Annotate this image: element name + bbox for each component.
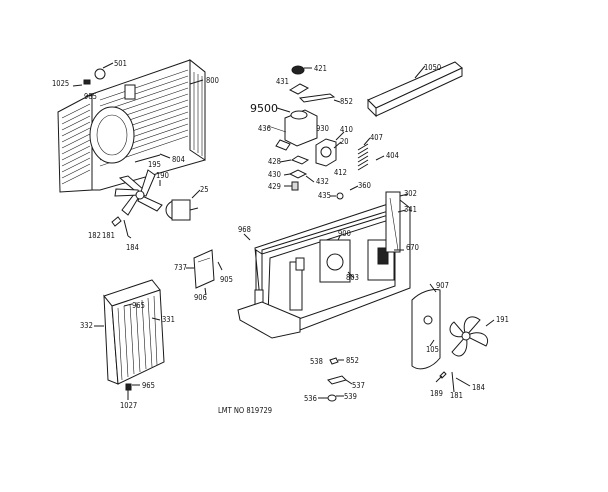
label-905: 905	[220, 275, 233, 284]
label-968: 968	[238, 225, 251, 234]
label-421: 421	[314, 64, 327, 73]
label-429: 429	[268, 182, 281, 191]
label-191: 191	[496, 315, 509, 324]
label-181: 181	[102, 231, 115, 240]
label-9500: 9500	[250, 102, 278, 115]
label-331: 331	[162, 315, 175, 324]
label-1050: 1050	[424, 63, 441, 72]
cabinet-partition-assembly	[237, 191, 411, 339]
label-852: 852	[340, 97, 353, 106]
label-436: 436	[258, 124, 271, 133]
label-900: 900	[338, 229, 351, 238]
label-800: 800	[206, 76, 219, 85]
evaporator-coil	[94, 279, 165, 400]
label-428: 428	[268, 157, 281, 166]
label-25: 25	[200, 185, 209, 194]
label-181b: 181	[450, 391, 463, 400]
label-412: 412	[334, 168, 347, 177]
label-431: 431	[276, 77, 289, 86]
label-189: 189	[430, 389, 443, 398]
label-539: 539	[344, 392, 357, 401]
label-184: 184	[126, 243, 139, 252]
label-182: 182	[88, 231, 101, 240]
label-432: 432	[316, 177, 329, 186]
label-430: 430	[268, 170, 281, 179]
label-105: 105	[426, 345, 439, 354]
label-1025: 1025	[52, 79, 69, 88]
label-852b: 852	[346, 356, 359, 365]
label-404: 404	[386, 151, 399, 160]
label-670: 670	[406, 243, 419, 252]
baffle-bar	[367, 61, 463, 118]
label-341: 341	[404, 205, 417, 214]
condenser-fan-assembly	[411, 283, 495, 393]
label-1027: 1027	[120, 401, 137, 410]
label-537: 537	[352, 381, 365, 390]
label-184b: 184	[472, 383, 485, 392]
mounting-bracket	[186, 249, 223, 296]
label-803: 803	[346, 273, 359, 282]
part-number-labels: 501 1025 985 800 195 804 190 25 182 181 …	[52, 59, 509, 415]
figure-note: LMT NO 819729	[218, 406, 272, 415]
label-302: 302	[404, 189, 417, 198]
blower-wheel-and-motor	[111, 169, 201, 239]
control-parts-group	[267, 65, 385, 200]
label-906: 906	[194, 293, 207, 302]
label-20: 20	[340, 137, 349, 146]
front-grille-assembly	[57, 58, 206, 193]
label-410: 410	[340, 125, 353, 134]
label-737: 737	[174, 263, 187, 272]
label-195: 195	[148, 160, 161, 169]
label-930: 930	[316, 124, 329, 133]
label-538: 538	[310, 357, 323, 366]
label-407: 407	[370, 133, 383, 142]
label-536: 536	[304, 394, 317, 403]
label-435: 435	[318, 191, 331, 200]
label-965: 965	[132, 301, 145, 310]
drain-hardware	[318, 357, 353, 402]
label-965b: 965	[142, 381, 155, 390]
label-501: 501	[114, 59, 127, 68]
label-907: 907	[436, 281, 449, 290]
label-985: 985	[84, 92, 97, 101]
label-804: 804	[172, 155, 185, 164]
label-360: 360	[358, 181, 371, 190]
label-332: 332	[80, 321, 93, 330]
label-190: 190	[156, 171, 169, 180]
